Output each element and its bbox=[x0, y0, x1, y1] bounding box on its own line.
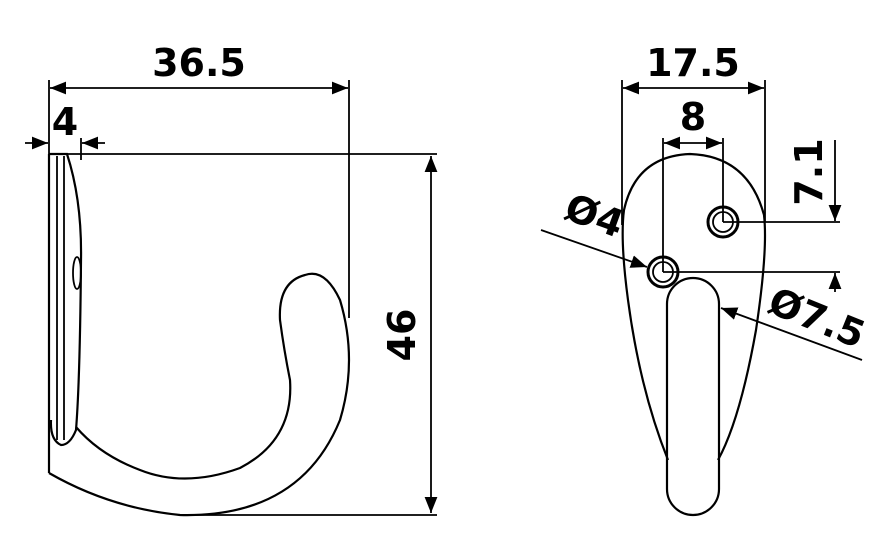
width-label: 36.5 bbox=[152, 41, 246, 85]
hook-side-outline bbox=[47, 152, 351, 517]
stem-diameter-leader bbox=[720, 307, 863, 361]
front-view: 17.5 8 7.1 Ø4 Ø7.5 bbox=[540, 41, 871, 517]
hole-diameter-label: Ø4 bbox=[559, 185, 629, 246]
side-view: 36.5 4 46 bbox=[25, 41, 438, 517]
hole-diameter-leader bbox=[540, 229, 648, 268]
screw-head bbox=[72, 256, 82, 290]
hook-stem bbox=[665, 276, 721, 517]
height-label: 46 bbox=[380, 309, 424, 362]
hole-spacing-label: 8 bbox=[680, 95, 706, 139]
front-width-label: 17.5 bbox=[646, 41, 740, 85]
backplate-outline bbox=[621, 152, 767, 461]
thickness-label: 4 bbox=[52, 100, 78, 144]
stem-diameter-label: Ø7.5 bbox=[762, 279, 871, 357]
hole-offset-label: 7.1 bbox=[787, 138, 831, 205]
